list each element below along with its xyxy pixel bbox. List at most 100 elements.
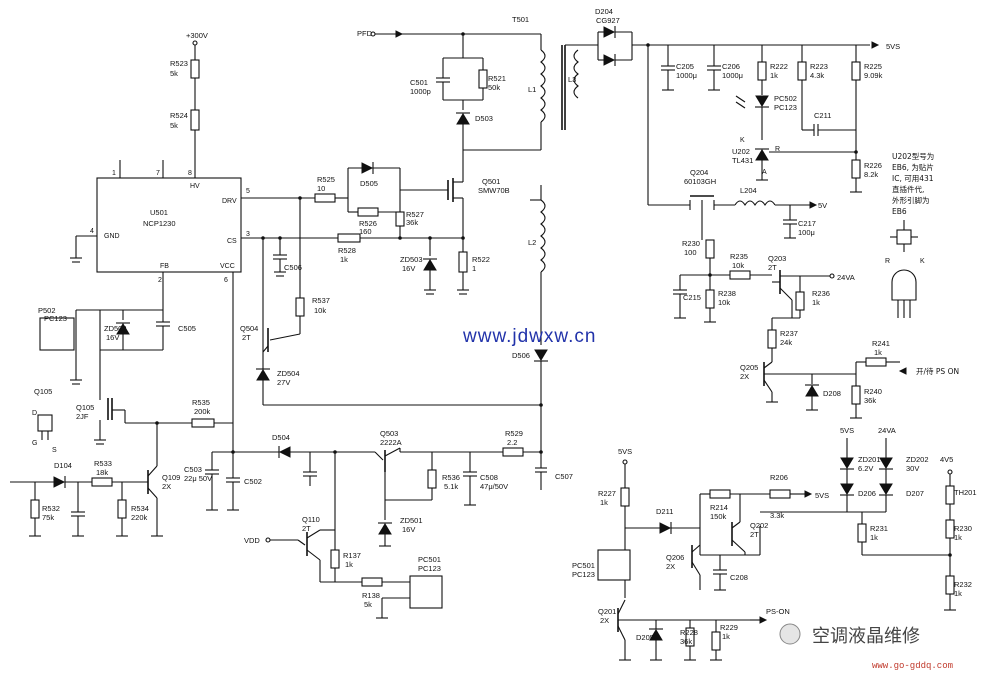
label-c208: C208 bbox=[730, 573, 748, 582]
label-r537: R537 bbox=[312, 296, 330, 305]
label-zd201: ZD201 bbox=[858, 455, 881, 464]
resistor-r537 bbox=[295, 297, 305, 317]
value-zd201: 6.2V bbox=[858, 464, 873, 473]
label-d207: D207 bbox=[906, 489, 924, 498]
resistor-r527 bbox=[395, 211, 405, 227]
label-r526: R526 bbox=[359, 219, 377, 228]
ic-part: NCP1230 bbox=[143, 219, 176, 228]
ic-u501: U501 NCP1230 HV DRV GND CS FB VCC 1 7 8 … bbox=[70, 130, 250, 284]
label-r524: R524 bbox=[170, 111, 188, 120]
value-r524: 5k bbox=[170, 121, 178, 130]
label-l204: L204 bbox=[740, 186, 757, 195]
label-c205: C205 bbox=[676, 62, 694, 71]
5v-switch: Q204 60103GH L204 5V C217 100μ R230 100 bbox=[648, 168, 827, 275]
label-r230: R230 bbox=[954, 524, 972, 533]
value-pc501-sec: PC123 bbox=[572, 570, 595, 579]
label-r222: R222 bbox=[770, 62, 788, 71]
protection-q504: R537 10k Q504 2T ZD504 27V bbox=[240, 196, 330, 405]
label-pc501-sec: PC501 bbox=[572, 561, 595, 570]
value-r525: 10 bbox=[317, 184, 325, 193]
note-line-1: U202型号为 bbox=[892, 151, 934, 161]
value-q109: 2X bbox=[162, 482, 171, 491]
pin-number-3: 3 bbox=[246, 231, 250, 238]
label-u202: U202 bbox=[732, 147, 750, 156]
label-r233: R230 bbox=[682, 239, 700, 248]
label-r206: R206 bbox=[770, 473, 788, 482]
resistor-r138 bbox=[361, 577, 383, 587]
rail-monitor: 5VS 24VA 4V5 ZD201 6.2V ZD202 30V D206 D… bbox=[760, 426, 977, 611]
label-c507: C507 bbox=[555, 472, 573, 481]
resistor-r236 bbox=[795, 291, 805, 311]
aux-winding bbox=[540, 199, 546, 273]
hv-startup: +300V R523 5k R524 5k bbox=[170, 31, 208, 131]
pin-k-package: K bbox=[920, 258, 925, 265]
value-q204: 60103GH bbox=[684, 177, 716, 186]
label-c503: C503 bbox=[184, 465, 202, 474]
value-r222: 1k bbox=[770, 71, 778, 80]
value-q203: 2T bbox=[768, 263, 777, 272]
24va-switch: R235 10k Q203 2T 24VA C215 R238 10k R236… bbox=[673, 252, 855, 362]
gate-drive: R525 10 D505 R526 160 R527 36k bbox=[241, 162, 448, 238]
label-r535: R535 bbox=[192, 398, 210, 407]
value-r241: 1k bbox=[874, 348, 882, 357]
label-p502: P502 bbox=[38, 306, 56, 315]
resistor-r525 bbox=[314, 193, 336, 203]
value-r229: 1k bbox=[722, 632, 730, 641]
net-pfd: PFD bbox=[357, 29, 373, 38]
value-r532: 75k bbox=[42, 513, 54, 522]
label-c211: C211 bbox=[814, 111, 831, 120]
label-q501: Q501 bbox=[482, 177, 500, 186]
pin-number-8: 8 bbox=[188, 170, 192, 177]
net-300v: +300V bbox=[186, 31, 208, 40]
resistor-r214 bbox=[709, 489, 731, 499]
label-r521: R521 bbox=[488, 74, 506, 83]
resistor-r241 bbox=[865, 357, 887, 367]
net-5vs: 5VS bbox=[886, 42, 900, 51]
net-5vs-c: 5VS bbox=[815, 491, 829, 500]
resistor-r238 bbox=[705, 289, 715, 309]
label-d503: D503 bbox=[475, 114, 493, 123]
pin-number-4: 4 bbox=[90, 228, 94, 235]
value-r537: 10k bbox=[314, 306, 326, 315]
label-c505: C505 bbox=[178, 324, 196, 333]
secondary-winding bbox=[573, 49, 579, 99]
value-q201: 2X bbox=[600, 616, 609, 625]
value-r535: 200k bbox=[194, 407, 211, 416]
label-r223: R223 bbox=[810, 62, 828, 71]
label-pc502-sec: PC502 bbox=[774, 94, 797, 103]
inductor-l204 bbox=[734, 200, 776, 207]
label-q105: Q105 bbox=[76, 403, 94, 412]
resistor-r521 bbox=[478, 69, 488, 89]
value-r236: 1k bbox=[812, 298, 820, 307]
label-pc501: PC501 bbox=[418, 555, 441, 564]
label-c215: C215 bbox=[683, 293, 701, 302]
resistor-r223 bbox=[797, 61, 807, 81]
net-24va-c: 24VA bbox=[878, 426, 896, 435]
resistor-r524 bbox=[190, 109, 200, 131]
pin-fb: FB bbox=[160, 263, 169, 270]
pin-cs: CS bbox=[227, 238, 237, 245]
net-5vs-d: 5VS bbox=[840, 426, 854, 435]
label-r534: R534 bbox=[131, 504, 149, 513]
pin-number-6: 6 bbox=[224, 277, 228, 284]
label-q503: Q503 bbox=[380, 429, 398, 438]
value-r214: 150k bbox=[710, 512, 727, 521]
label-d504: D504 bbox=[272, 433, 290, 442]
label-q109: Q109 bbox=[162, 473, 180, 482]
watermark-url: www.go-gddq.com bbox=[872, 661, 953, 671]
value-r527: 36k bbox=[406, 218, 418, 227]
value-zd502: 16V bbox=[106, 333, 119, 342]
value-q503: 2222A bbox=[380, 438, 402, 447]
value-r137: 1k bbox=[345, 560, 353, 569]
label-c206: C206 bbox=[722, 62, 740, 71]
pin-r-u202: R bbox=[775, 146, 780, 153]
label-th201: TH201 bbox=[954, 488, 977, 497]
value-r240: 36k bbox=[864, 396, 876, 405]
label-d506: D506 bbox=[512, 351, 530, 360]
value-c501: 1000p bbox=[410, 87, 431, 96]
to92-package bbox=[891, 269, 917, 301]
pin-number-1: 1 bbox=[112, 170, 116, 177]
label-q201: Q201 bbox=[598, 607, 616, 616]
resistor-r227 bbox=[620, 487, 630, 507]
